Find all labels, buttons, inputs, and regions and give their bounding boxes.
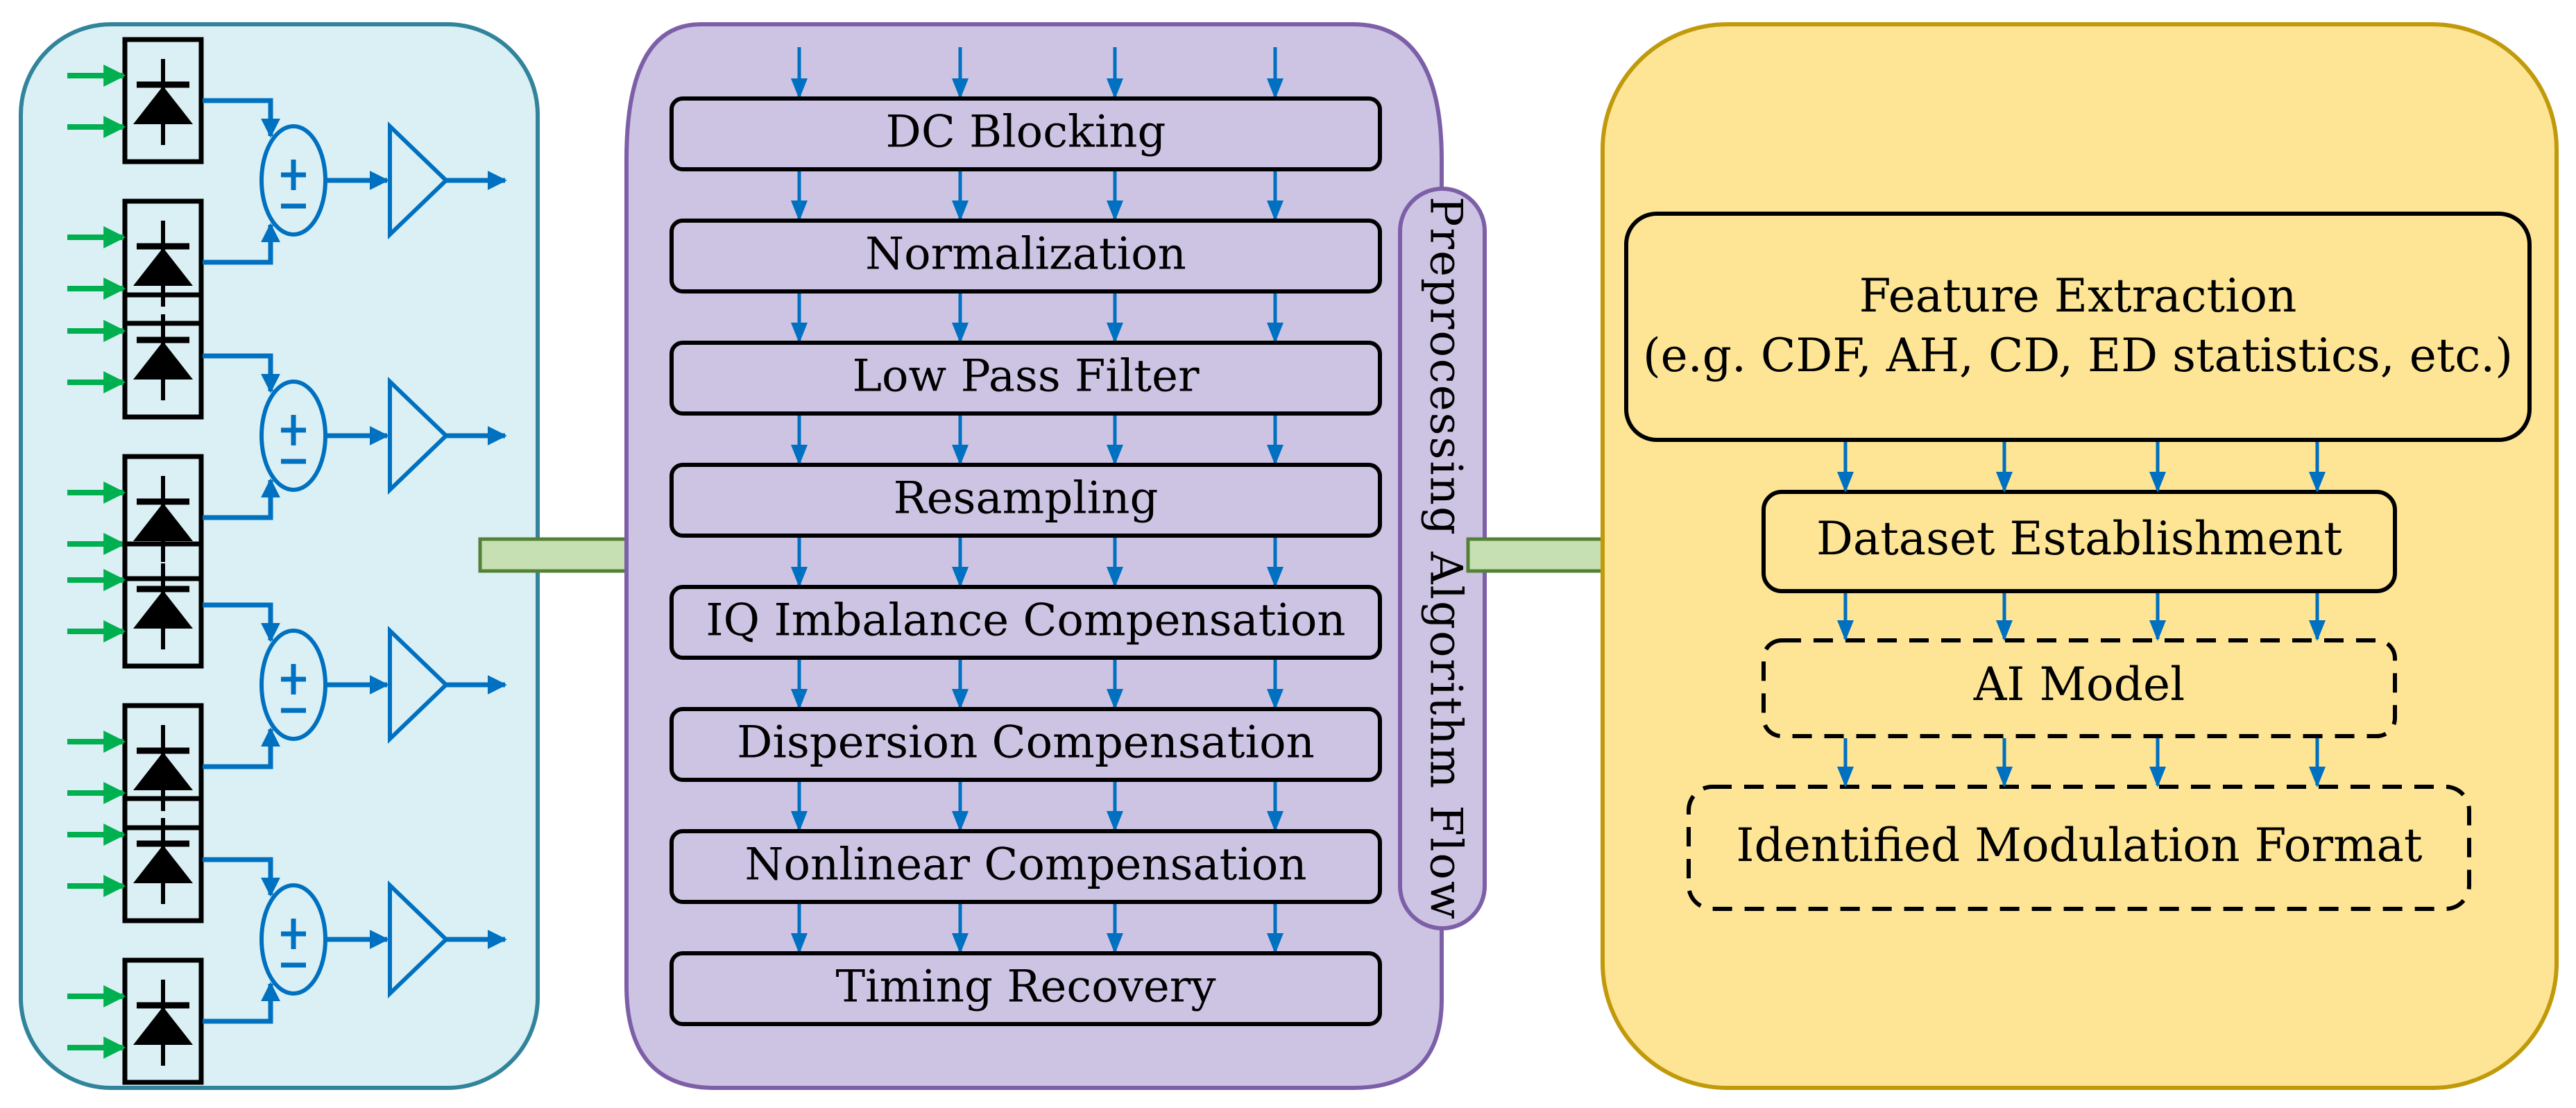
detector-wire [203,223,280,265]
step-box [669,585,1382,660]
preprocessing-step: Nonlinear Compensation [669,829,1382,904]
step-label: Low Pass Filter [852,351,1199,402]
photodiode-triangle-icon [133,590,193,629]
preprocessing-step: Timing Recovery [669,951,1382,1026]
photodiode-triangle-icon [133,341,193,380]
balanced-detector-channel [67,292,507,581]
detector-panel-background [19,22,540,1090]
feature-extraction-subtitle: (e.g. CDF, AH, CD, ED statistics, etc.) [1643,329,2513,382]
preprocessing-panel-background [624,22,1444,1090]
detector-wire [203,982,280,1024]
photodiode-box [122,957,204,1085]
photodiode [67,796,204,923]
dataset-establishment-box: Dataset Establishment [1762,490,2397,593]
step-box [669,96,1382,171]
step-box [669,829,1382,904]
photodiode-box [122,541,204,669]
preprocessing-step: IQ Imbalance Compensation [669,585,1382,660]
step-label: Dispersion Compensation [737,717,1315,769]
dataset-establishment-label: Dataset Establishment [1816,512,2342,565]
step-label: Nonlinear Compensation [744,839,1306,891]
amplifier-icon [388,376,450,495]
step-box [669,707,1382,782]
amplifier-icon [388,880,450,999]
preprocessing-side-tab: Preprocessing Algorithm Flow [1398,187,1487,930]
photodiode-triangle-icon [133,752,193,790]
feature-extraction-box: Feature Extraction (e.g. CDF, AH, CD, ED… [1624,212,2532,442]
photodiode-box [122,796,204,923]
detector-wire [203,98,280,138]
photodiode-box [122,37,204,164]
photodiode-triangle-icon [133,248,193,286]
step-box [669,463,1382,538]
photodiode [67,957,204,1085]
preprocessing-step: Resampling [669,463,1382,538]
preprocessing-step: Normalization [669,219,1382,293]
step-label: Resampling [894,473,1159,525]
recognition-panel-background [1601,22,2559,1090]
balanced-detector-channel [67,541,507,830]
detector-wire [203,353,280,393]
ai-model-label: AI Model [1973,658,2185,711]
photodiode-triangle-icon [133,1007,193,1045]
photodiode [67,703,204,830]
step-label: Timing Recovery [835,962,1216,1013]
step-label: IQ Imbalance Compensation [706,595,1345,647]
balanced-detector-channel [67,37,507,326]
amplifier-icon [388,121,450,240]
preprocessing-step: Dispersion Compensation [669,707,1382,782]
photodiode [67,37,204,164]
preprocessing-step: DC Blocking [669,96,1382,171]
photodiode [67,198,204,326]
step-label: Normalization [865,229,1186,280]
feature-extraction-title: Feature Extraction [1859,269,2297,323]
amplifier-icon [388,625,450,744]
photodiode-triangle-icon [133,86,193,124]
photodiode-triangle-icon [133,503,193,541]
step-box [669,219,1382,293]
balanced-detector-channel [67,796,507,1085]
identified-format-box: Identified Modulation Format [1687,785,2471,911]
step-box [669,341,1382,416]
side-tab-label: Preprocessing Algorithm Flow [1420,196,1472,920]
step-box [669,951,1382,1026]
photodiode [67,541,204,669]
detector-panel [19,22,540,1090]
detector-wire [203,727,280,769]
step-label: DC Blocking [886,107,1166,158]
identified-format-label: Identified Modulation Format [1736,819,2422,872]
preprocessing-step: Low Pass Filter [669,341,1382,416]
photodiode-box [122,292,204,420]
recognition-panel: Feature Extraction (e.g. CDF, AH, CD, ED… [1601,22,2559,1090]
ai-model-box: AI Model [1762,638,2397,738]
detector-wire [203,857,280,897]
detector-wire [203,478,280,520]
detector-wire [203,602,280,642]
photodiode-triangle-icon [133,845,193,883]
photodiode [67,292,204,420]
